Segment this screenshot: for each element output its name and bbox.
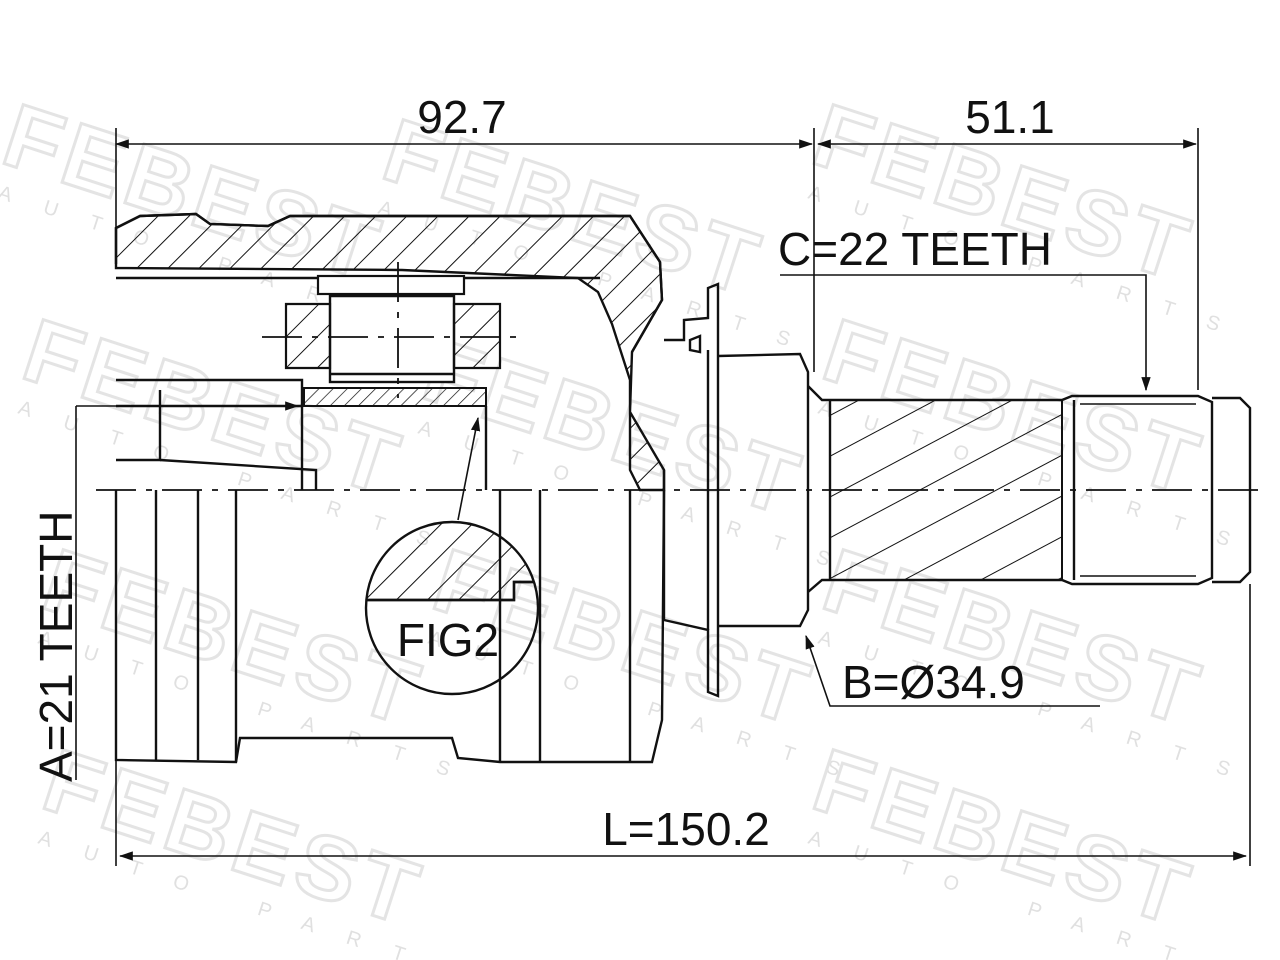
housing bbox=[76, 212, 666, 764]
dimension-label-92-7: 92.7 bbox=[417, 91, 507, 143]
callout-a-teeth: A=21 TEETH bbox=[30, 406, 82, 782]
dimension-label-overall: L=150.2 bbox=[602, 803, 770, 855]
dimension-overall-length: L=150.2 bbox=[115, 584, 1251, 866]
fig2-label: FIG2 bbox=[397, 614, 499, 666]
dimension-92-7: 92.7 bbox=[114, 91, 814, 240]
callout-c-teeth-label: C=22 TEETH bbox=[778, 223, 1052, 275]
callout-c-teeth: C=22 TEETH bbox=[778, 223, 1151, 392]
callout-a-teeth-label: A=21 TEETH bbox=[30, 511, 82, 782]
watermark-brand: FEBEST bbox=[32, 530, 435, 746]
dimension-51-1: 51.1 bbox=[813, 91, 1199, 390]
callout-b-diameter-label: B=Ø34.9 bbox=[842, 656, 1025, 708]
dimension-label-51-1: 51.1 bbox=[965, 91, 1055, 143]
watermark-brand: FEBEST bbox=[802, 730, 1205, 946]
callout-b-diameter: B=Ø34.9 bbox=[805, 634, 1100, 708]
